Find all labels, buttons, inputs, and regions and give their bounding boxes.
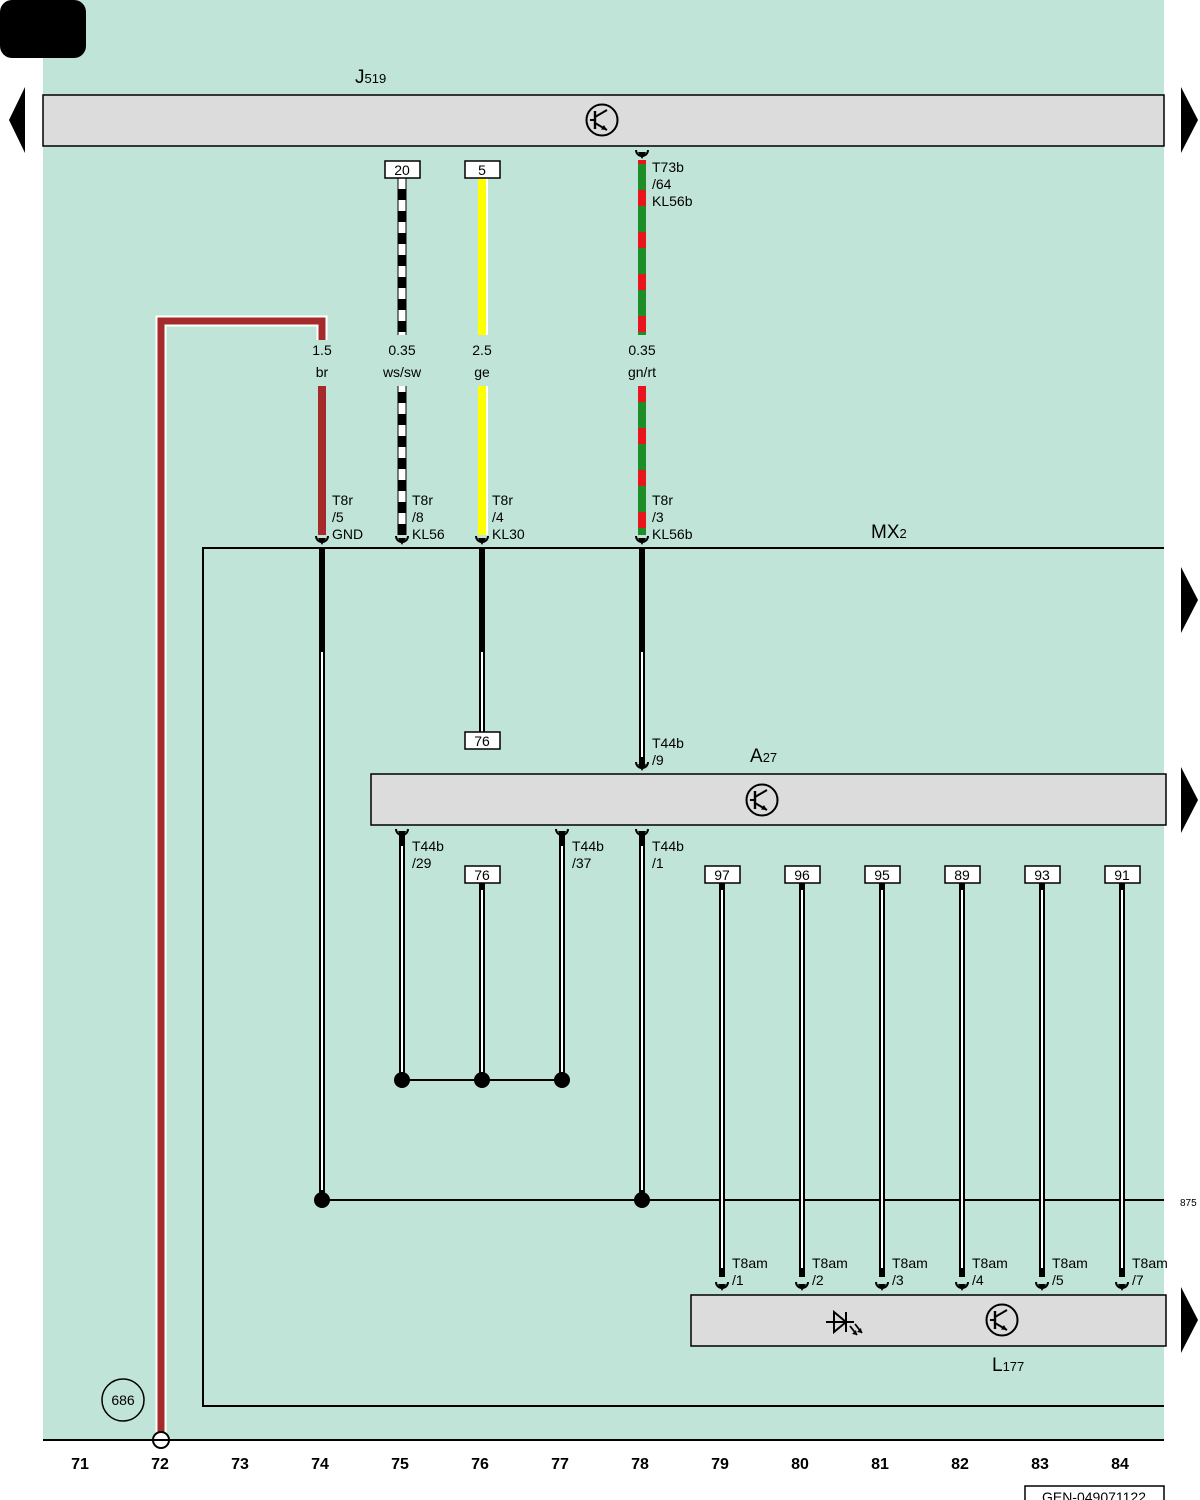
nav-arrow-right-icon[interactable] [1181,767,1198,833]
ref-box-76 [464,865,501,884]
ground-point-label: 686 [111,1392,135,1408]
nav-arrow-right-icon[interactable] [1181,1287,1198,1353]
column-number: 82 [951,1456,969,1473]
column-number: 71 [71,1456,89,1473]
column-number: 72 [151,1456,169,1473]
edge-ref-label: 875 [1180,1198,1197,1209]
pin-a27-29: T44b /29 [412,838,448,871]
pin-mx2-78: T8r /3 KL56b [652,492,693,542]
junction-dot [634,1192,650,1208]
ref-box-76 [464,731,501,750]
wire-size-75: 0.35 [388,342,415,358]
ref-box-20-label: 20 [394,162,410,178]
doc-id-box [1024,1485,1165,1500]
column-number: 76 [471,1456,489,1473]
pin-mx2-75: T8r /8 KL56 [412,492,445,542]
ref-box-5-label: 5 [478,162,486,178]
nav-arrow-right-icon[interactable] [1181,567,1198,633]
ref-box-label: 91 [1114,867,1130,883]
column-number: 79 [711,1456,729,1473]
diagram-area [43,0,1164,1440]
column-number: 75 [391,1456,409,1473]
pin-a27-1: T44b /1 [652,838,688,871]
column-number: 83 [1031,1456,1049,1473]
pin-j519-label: T73b /64 KL56b [652,159,693,209]
pin-l177: T8am /2 [812,1255,852,1288]
ground-point-circle [101,1378,145,1422]
component-mx2-frame [202,547,1164,1407]
ref-box-76-label: 76 [474,867,490,883]
ref-box-label: 89 [954,867,970,883]
wire-color-78: gn/rt [628,364,656,380]
ref-box-label: 97 [714,867,730,883]
wire-size-78: 0.35 [628,342,655,358]
pin-mx2-74: T8r /5 GND [332,492,363,542]
wire-color-75: ws/sw [382,364,422,380]
ref-box-20 [384,160,421,179]
column-number: 80 [791,1456,809,1473]
ref-box-5 [464,160,501,179]
pin-l177: T8am /1 [732,1255,772,1288]
led-icon [826,1309,863,1336]
internal-wires [319,548,1164,1277]
pin-l177: T8am /7 [1132,1255,1172,1288]
pin-l177: T8am /4 [972,1255,1012,1288]
junction-dot [554,1072,570,1088]
component-a27-label: A27 [750,746,777,767]
component-a27 [370,773,1167,826]
pin-a27-37: T44b /37 [572,838,608,871]
ref-box-76-label: 76 [474,733,490,749]
column-number: 73 [231,1456,249,1473]
component-mx2-label: MX2 [871,522,907,543]
ref-box-label: 96 [794,867,810,883]
component-l177 [690,1294,1167,1347]
pin-l177: T8am /3 [892,1255,932,1288]
pin-l177: T8am /5 [1052,1255,1092,1288]
nav-arrow-right-icon[interactable] [1181,87,1198,153]
junction-dot [394,1072,410,1088]
column-number: 77 [551,1456,569,1473]
column-number: 81 [871,1456,889,1473]
page-tab [0,0,86,58]
junction-dot [314,1192,330,1208]
pin-a27-in: T44b /9 [652,735,688,768]
column-number: 78 [631,1456,649,1473]
ref-box-label: 95 [874,867,890,883]
component-j519-label: J519 [355,67,386,88]
component-j519 [42,94,1165,147]
column-number: 74 [311,1456,329,1473]
wire-size-76: 2.5 [472,342,492,358]
nav-arrow-left-icon[interactable] [9,87,25,153]
component-l177-label: L177 [992,1355,1024,1376]
ref-box-label: 93 [1034,867,1050,883]
wire-size-74: 1.5 [312,342,332,358]
doc-id: GEN-049071122 [1042,1489,1146,1500]
column-numbers: 71 72 73 74 75 76 77 78 79 80 81 82 83 8… [71,1456,1129,1473]
wire-br-ground [157,317,326,1440]
pin-mx2-76: T8r /4 KL30 [492,492,525,542]
column-number: 84 [1111,1456,1129,1473]
wire-color-74: br [316,364,329,380]
junction-dot [474,1072,490,1088]
l177-ref-boxes: 97 96 95 89 93 91 [704,865,1141,884]
wire-color-76: ge [474,364,490,380]
